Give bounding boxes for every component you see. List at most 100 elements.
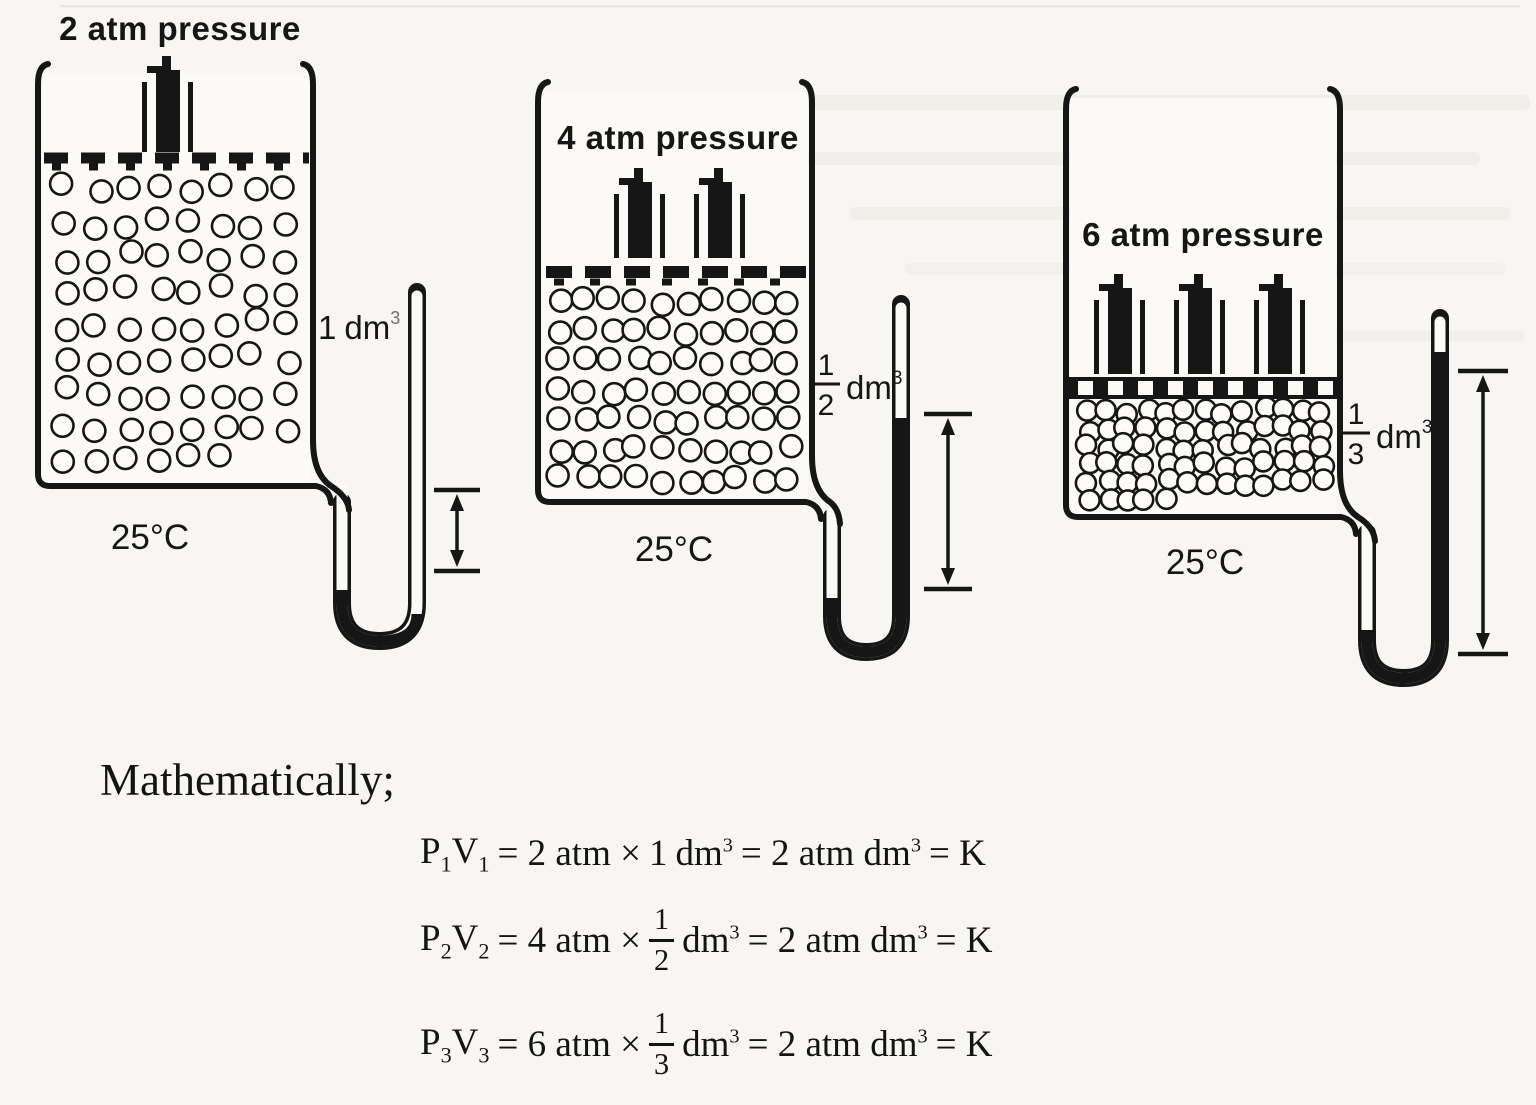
weight-block [1268, 288, 1292, 374]
gas-particle [214, 313, 240, 338]
gas-particle [239, 415, 264, 441]
temperature-label: 25°C [111, 518, 189, 557]
gas-particle [673, 322, 699, 348]
gas-particle [207, 442, 232, 468]
gas-particle [703, 404, 729, 430]
manometer-3 [1358, 309, 1449, 688]
fraction-denominator: 3 [1348, 438, 1365, 471]
piston-weights [614, 168, 745, 258]
arrow-up-icon [1476, 375, 1490, 392]
fraction-denominator: 2 [818, 389, 835, 422]
gas-particle [51, 211, 77, 236]
gas-particle [84, 448, 110, 474]
piston-weights [1094, 274, 1305, 374]
gas-particle [179, 179, 204, 205]
gas-particle [1292, 449, 1316, 473]
gas-particle [145, 386, 170, 412]
pv-term: P1V1 [420, 831, 490, 877]
weight-block [156, 70, 180, 152]
gas-particle [85, 381, 111, 407]
gas-particles [545, 285, 804, 496]
gas-particle [1230, 431, 1254, 455]
gas-particle [747, 440, 773, 465]
gas-particle [55, 250, 80, 275]
gas-particle [1252, 450, 1275, 473]
gas-particle [773, 319, 798, 344]
panel-6atm: 6 atm pressure 25°C 1 3 dm3 [1063, 86, 1508, 688]
gas-particle [570, 379, 596, 405]
fraction-numerator: 1 [818, 349, 835, 382]
weight-block [1108, 288, 1132, 374]
gas-particle [270, 175, 295, 200]
gas-particle [623, 377, 649, 403]
gas-particle [752, 290, 777, 316]
gas-particle [81, 313, 106, 338]
beaker-wall-right [1327, 86, 1378, 544]
gas-particle [572, 440, 598, 465]
weight-block [1188, 288, 1212, 374]
gas-particle [176, 280, 201, 305]
gas-particle [650, 434, 675, 460]
manometer-1 [333, 283, 426, 651]
volume-label: 1 2 dm3 [812, 349, 902, 422]
gas-particle [175, 208, 201, 233]
gas-particle [1195, 472, 1219, 496]
piston-weights [142, 56, 193, 152]
gas-particle [674, 411, 699, 436]
weight-block [1094, 300, 1099, 374]
gas-particle [1230, 400, 1253, 423]
gas-particle [698, 351, 724, 377]
gas-particle [50, 449, 76, 475]
gas-particle [1307, 401, 1331, 424]
weight-block [142, 82, 147, 152]
gas-particle [1095, 450, 1118, 474]
gas-particle [273, 310, 298, 336]
gas-particle [273, 212, 299, 237]
gas-particle [151, 316, 177, 342]
gas-particle [55, 347, 81, 372]
weight-block [619, 178, 638, 185]
gas-particle [726, 380, 752, 406]
gas-particle [1074, 433, 1098, 457]
weight-block [1099, 284, 1118, 291]
weight-block [1174, 300, 1179, 374]
gas-particle [723, 317, 749, 343]
gas-particle [179, 417, 205, 443]
gas-particle [752, 469, 778, 494]
gas-particle [597, 464, 623, 489]
arrow-down-icon [450, 550, 464, 567]
gas-particle [1312, 468, 1335, 491]
gas-particle [237, 215, 263, 241]
gas-particle [724, 404, 750, 430]
gas-particle [54, 374, 80, 400]
fraction-denominator: 2 [653, 942, 670, 977]
gas-particle [749, 320, 775, 346]
equation-3: P3V3 = 6 atm × 1 3 dm3 = 2 atm dm3 = K [420, 996, 993, 1092]
gas-particle [144, 206, 170, 231]
gas-particle [726, 288, 752, 314]
gas-particle [545, 463, 570, 488]
gas-particle [272, 250, 298, 275]
gas-particle [773, 290, 799, 316]
volume-unit: dm3 [682, 1023, 740, 1065]
gas-particle [775, 405, 801, 430]
gas-particle [179, 318, 205, 343]
gas-particle [210, 213, 236, 239]
weight-block [1114, 274, 1123, 290]
gas-particle [151, 276, 176, 302]
gas-particle [146, 448, 172, 474]
gas-particle [119, 239, 144, 264]
gas-particle [778, 433, 804, 459]
gas-particle [180, 384, 205, 410]
gas-particle [651, 381, 677, 407]
weight-block [1220, 300, 1225, 374]
gas-particle [273, 282, 299, 308]
gas-particle [1173, 421, 1196, 444]
fraction-numerator: 1 [653, 901, 670, 936]
gas-particle [1132, 433, 1155, 457]
manometer-tube-bore [826, 302, 907, 658]
gas-particle [545, 346, 570, 371]
gas-particle [621, 317, 646, 343]
gas-particle [48, 171, 74, 196]
fraction-bar [648, 938, 675, 942]
